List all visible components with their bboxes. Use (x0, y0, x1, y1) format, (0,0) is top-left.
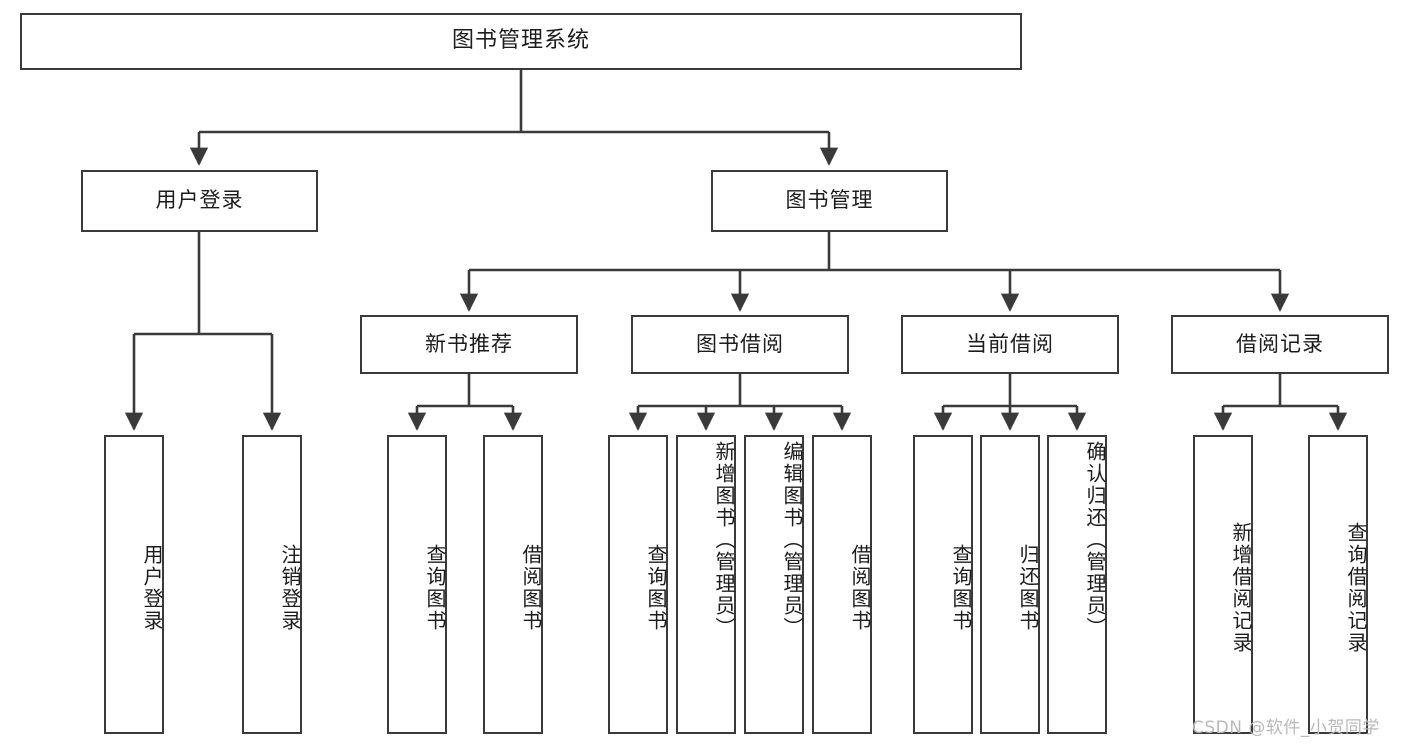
leaf-label: 借阅图书 (848, 543, 872, 632)
node-book-borrow-label: 图书借阅 (696, 331, 784, 356)
leaf-label: 新增借阅记录 (1229, 521, 1253, 654)
leaf-current-borrow-1[interactable]: 查询图书 (913, 435, 973, 734)
leaf-new-book-recommend-1[interactable]: 查询图书 (387, 435, 447, 734)
leaf-label: 借阅图书 (519, 543, 543, 632)
node-user-login[interactable]: 用户登录 (81, 170, 318, 232)
node-book-manage-label: 图书管理 (785, 188, 874, 213)
leaf-label: 查询图书 (644, 543, 668, 632)
leaf-new-book-recommend-2[interactable]: 借阅图书 (483, 435, 543, 734)
node-borrow-record[interactable]: 借阅记录 (1171, 315, 1389, 374)
leaf-book-borrow-4[interactable]: 借阅图书 (812, 435, 872, 734)
leaf-book-borrow-2[interactable]: 新增图书（管理员） (676, 435, 736, 734)
leaf-label: 新增图书（管理员） (712, 441, 736, 639)
leaf-current-borrow-3[interactable]: 确认归还（管理员） (1047, 435, 1107, 734)
leaf-label: 查询图书 (949, 543, 973, 632)
node-new-book-recommend[interactable]: 新书推荐 (360, 315, 578, 374)
leaf-book-borrow-1[interactable]: 查询图书 (608, 435, 668, 734)
leaf-label: 查询图书 (423, 543, 447, 632)
leaf-label: 查询借阅记录 (1344, 521, 1368, 654)
node-book-borrow[interactable]: 图书借阅 (631, 315, 849, 374)
csdn-watermark: CSDN @软件_小贺同学 (1192, 718, 1380, 738)
leaf-label: 确认归还（管理员） (1083, 441, 1107, 639)
leaf-book-borrow-3[interactable]: 编辑图书（管理员） (744, 435, 804, 734)
leaf-current-borrow-2[interactable]: 归还图书 (980, 435, 1040, 734)
leaf-borrow-record-1[interactable]: 新增借阅记录 (1193, 435, 1253, 734)
node-user-login-label: 用户登录 (155, 188, 244, 213)
node-current-borrow[interactable]: 当前借阅 (901, 315, 1119, 374)
node-current-borrow-label: 当前借阅 (966, 331, 1054, 356)
leaf-label: 用户登录 (140, 543, 164, 632)
node-new-book-recommend-label: 新书推荐 (425, 331, 513, 356)
node-borrow-record-label: 借阅记录 (1236, 331, 1324, 356)
leaf-user-login-2[interactable]: 注销登录 (242, 435, 302, 734)
leaf-label: 注销登录 (278, 543, 302, 632)
leaf-borrow-record-2[interactable]: 查询借阅记录 (1308, 435, 1368, 734)
node-book-manage[interactable]: 图书管理 (711, 170, 948, 232)
node-root-label: 图书管理系统 (451, 28, 590, 54)
leaf-user-login-1[interactable]: 用户登录 (104, 435, 164, 734)
leaf-label: 归还图书 (1016, 543, 1040, 632)
node-root[interactable]: 图书管理系统 (20, 13, 1022, 70)
leaf-label: 编辑图书（管理员） (780, 441, 804, 639)
